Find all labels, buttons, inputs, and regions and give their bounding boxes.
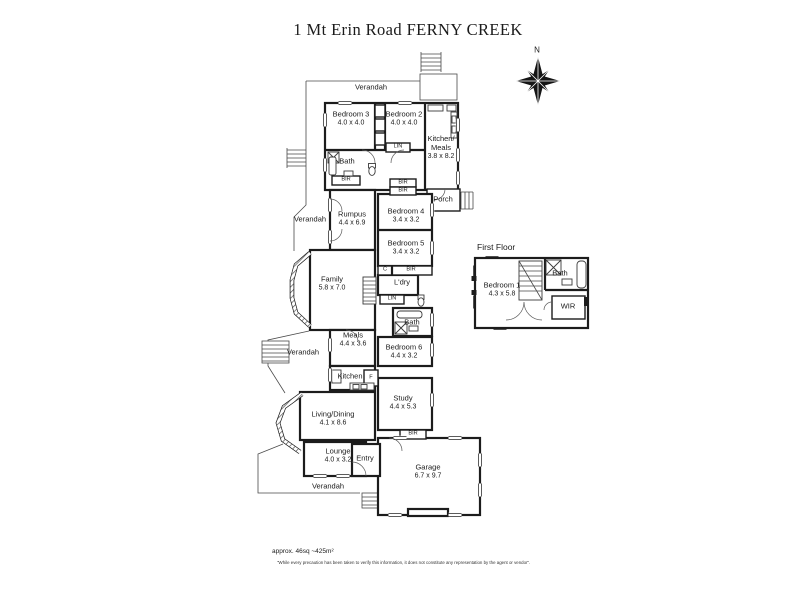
label-rumpus: Rumpus 4.4 x 6.9 xyxy=(338,210,366,227)
room-dims: 4.0 x 3.2 xyxy=(324,456,352,464)
label-bedroom-6: Bedroom 6 4.4 x 3.2 xyxy=(386,343,423,360)
label-bedroom-5: Bedroom 5 3.4 x 3.2 xyxy=(388,239,425,256)
room-dims: 3.8 x 8.2 xyxy=(427,152,455,160)
room-name: Bedroom 4 xyxy=(387,206,425,216)
label-bedroom-2: Bedroom 2 4.0 x 4.0 xyxy=(386,110,423,127)
label-entry: Entry xyxy=(356,453,374,463)
label-bir-study: BIR xyxy=(408,430,418,437)
room-dims: 4.0 x 4.0 xyxy=(390,119,418,127)
label-bir-hall2: BIR xyxy=(398,187,408,194)
label-study: Study 4.4 x 5.3 xyxy=(390,394,417,411)
label-verandah-left-upper: Verandah xyxy=(293,214,327,224)
room-dims: 4.4 x 3.2 xyxy=(390,352,418,360)
label-living-dining: Living/Dining 4.1 x 8.6 xyxy=(312,410,355,427)
label-lin-upper: LIN xyxy=(393,143,403,150)
label-bedroom-1: Bedroom 1 4.3 x 5.8 xyxy=(484,281,521,298)
room-dims: 4.3 x 5.8 xyxy=(488,290,516,298)
room-name: Rumpus xyxy=(338,209,366,219)
footer-disclaimer: "While every precaution has been taken t… xyxy=(277,560,531,565)
label-bath-ff: Bath xyxy=(552,268,568,278)
label-garage: Garage 6.7 x 9.7 xyxy=(415,463,442,480)
room-dims: 4.4 x 6.9 xyxy=(338,219,366,227)
bay-window-family xyxy=(289,251,312,328)
room-name: Family xyxy=(320,274,344,284)
room-name: Study xyxy=(393,393,413,403)
room-dims: 4.4 x 5.3 xyxy=(389,403,417,411)
compass-north-label: N xyxy=(534,45,540,55)
compass-icon xyxy=(516,57,560,105)
room-name: Bedroom 1 xyxy=(483,280,521,290)
label-bath-upper: Bath xyxy=(339,156,355,166)
label-bir-mid: BIR xyxy=(406,266,416,273)
room-name: Living/Dining xyxy=(311,409,355,419)
label-lin-mid: LIN xyxy=(387,295,397,302)
label-bedroom-4: Bedroom 4 3.4 x 3.2 xyxy=(388,207,425,224)
footer-area-text: approx. 46sq ~425m² xyxy=(272,548,334,555)
room-name: Bedroom 5 xyxy=(387,238,425,248)
first-floor-walls xyxy=(471,256,590,330)
label-verandah-left-lower: Verandah xyxy=(286,347,320,357)
label-fridge: F xyxy=(369,374,373,381)
label-c-closet: C xyxy=(382,266,388,273)
label-kitchen-meals: Kitchen/ Meals 3.8 x 8.2 xyxy=(427,134,455,161)
room-dims: 3.4 x 3.2 xyxy=(392,248,420,256)
label-laundry: L'dry xyxy=(393,277,411,287)
room-dims: 5.8 x 7.0 xyxy=(318,284,346,292)
first-floor-heading: First Floor xyxy=(477,242,516,252)
room-name2: Meals xyxy=(430,142,452,152)
room-dims: 4.1 x 8.6 xyxy=(319,419,347,427)
label-bath-mid: Bath xyxy=(404,317,420,327)
room-name: Kitchen/ xyxy=(427,134,455,144)
label-verandah-top: Verandah xyxy=(354,82,388,92)
door-arcs xyxy=(329,149,446,477)
label-lounge: Lounge 4.0 x 3.2 xyxy=(325,447,352,464)
label-meals: Meals 4.4 x 3.6 xyxy=(340,331,367,348)
room-dims: 4.4 x 3.6 xyxy=(339,340,367,348)
bay-window-living xyxy=(275,392,304,454)
room-name: Lounge xyxy=(325,446,351,456)
label-verandah-bottom: Verandah xyxy=(311,481,345,491)
label-kitchen: Kitchen xyxy=(337,371,363,381)
room-dims: 4.0 x 4.0 xyxy=(337,119,365,127)
label-bir-hall1: BIR xyxy=(398,179,408,186)
room-name: Bedroom 3 xyxy=(332,109,370,119)
room-name: Meals xyxy=(342,330,364,340)
label-wir: WIR xyxy=(560,301,576,311)
label-bir-bath: BIR xyxy=(341,176,351,183)
label-family: Family 5.8 x 7.0 xyxy=(319,275,346,292)
room-name: Bedroom 6 xyxy=(385,342,423,352)
page-title: 1 Mt Erin Road FERNY CREEK xyxy=(293,20,523,39)
room-dims: 6.7 x 9.7 xyxy=(414,472,442,480)
label-porch: Porch xyxy=(433,194,453,204)
label-bedroom-3: Bedroom 3 4.0 x 4.0 xyxy=(333,110,370,127)
fixtures xyxy=(327,104,458,391)
room-dims: 3.4 x 3.2 xyxy=(392,216,420,224)
room-name: Bedroom 2 xyxy=(385,109,423,119)
room-name: Garage xyxy=(415,462,441,472)
